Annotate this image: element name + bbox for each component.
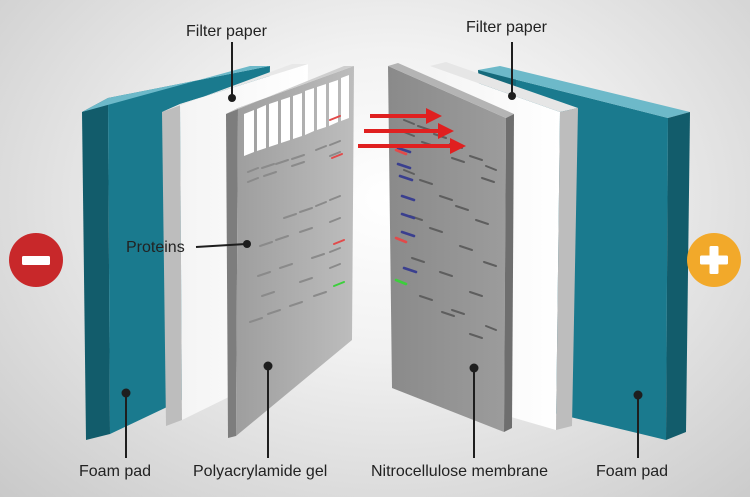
gel-wells: [244, 75, 349, 156]
protein-band: [291, 161, 305, 167]
positive-electrode: [687, 233, 741, 287]
protein-band: [263, 171, 277, 177]
callout-lines: [121, 42, 643, 458]
protein-band: [403, 169, 415, 175]
protein-band: [441, 311, 455, 317]
protein-band: [394, 148, 408, 156]
protein-band: [329, 140, 341, 146]
protein-band: [249, 317, 263, 323]
protein-band: [396, 162, 412, 170]
protein-band: [329, 195, 341, 201]
polyacrylamide-gel: [226, 66, 354, 438]
protein-band: [455, 205, 469, 211]
protein-band: [459, 245, 473, 251]
label-foam-pad-right: Foam pad: [596, 463, 668, 480]
protein-band: [279, 263, 293, 269]
protein-band: [396, 146, 412, 154]
label-filter-paper-right: Filter paper: [466, 19, 548, 36]
protein-band: [400, 212, 416, 220]
protein-band: [394, 278, 408, 286]
protein-band: [329, 151, 341, 157]
gel-protein-bands: [247, 115, 345, 323]
protein-band: [267, 309, 281, 315]
protein-band: [475, 219, 489, 225]
label-polyacrylamide-gel: Polyacrylamide gel: [193, 463, 327, 480]
protein-band: [329, 217, 341, 223]
protein-band: [439, 195, 453, 201]
protein-band: [261, 163, 275, 169]
protein-band: [485, 325, 497, 331]
protein-band: [261, 291, 275, 297]
protein-band: [257, 271, 271, 277]
protein-band: [481, 177, 495, 183]
protein-band: [333, 281, 345, 287]
protein-band: [333, 239, 345, 245]
label-foam-pad-left: Foam pad: [79, 463, 151, 480]
nitrocellulose-membrane: [388, 63, 514, 432]
label-filter-paper-left: Filter paper: [186, 23, 268, 40]
protein-band: [429, 227, 443, 233]
protein-band: [469, 155, 483, 161]
protein-band: [411, 257, 425, 263]
label-proteins: Proteins: [126, 239, 185, 256]
callout-proteins: [195, 243, 247, 248]
transfer-arrows: [358, 108, 466, 154]
protein-band: [394, 236, 408, 244]
transfer-arrow: [370, 108, 442, 124]
plus-icon-vertical: [709, 246, 719, 274]
protein-band: [275, 235, 289, 241]
protein-band: [315, 145, 327, 151]
transfer-arrow: [364, 123, 454, 139]
protein-band: [291, 154, 305, 160]
protein-band: [329, 115, 341, 121]
protein-band: [275, 159, 289, 165]
protein-band: [247, 167, 259, 173]
protein-band: [315, 201, 327, 207]
protein-band: [451, 157, 465, 163]
transfer-arrow: [358, 138, 466, 154]
protein-band: [419, 179, 433, 185]
protein-band: [419, 295, 433, 301]
protein-band: [439, 271, 453, 277]
protein-band: [299, 227, 313, 233]
protein-band: [259, 241, 273, 247]
protein-band: [400, 194, 416, 202]
protein-band: [469, 291, 483, 297]
protein-band: [329, 263, 341, 269]
protein-band: [469, 333, 483, 339]
protein-band: [289, 301, 303, 307]
protein-band: [311, 253, 325, 259]
protein-band: [403, 119, 415, 125]
protein-band: [329, 247, 341, 253]
protein-band: [400, 230, 416, 238]
protein-band: [398, 174, 414, 182]
protein-band: [331, 153, 343, 159]
protein-band: [247, 177, 259, 183]
protein-band: [283, 213, 297, 219]
protein-band: [299, 277, 313, 283]
label-nitrocellulose-membrane: Nitrocellulose membrane: [371, 463, 548, 480]
protein-band: [451, 309, 465, 315]
protein-band: [483, 261, 497, 267]
protein-band: [299, 207, 313, 213]
minus-icon: [22, 256, 50, 265]
protein-band: [313, 291, 327, 297]
negative-electrode: [9, 233, 63, 287]
protein-band: [402, 266, 418, 274]
protein-band: [485, 165, 497, 171]
